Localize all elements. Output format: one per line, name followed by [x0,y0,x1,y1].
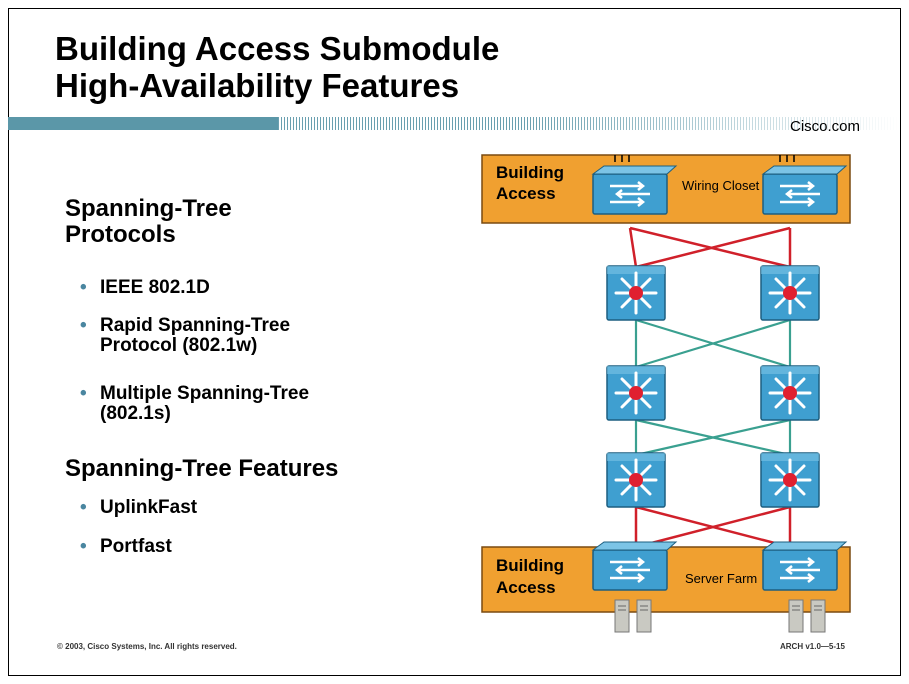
bullet-item: • Rapid Spanning-Tree Protocol (802.1w) [80,316,290,356]
bullet-text: Rapid Spanning-Tree [100,315,291,336]
access-switch-icon [761,540,848,592]
bullet-item: • UplinkFast [80,498,197,518]
bullet-dot-icon: • [80,497,87,518]
bottom-block-caption: Server Farm [685,571,757,586]
bullet-item: • Multiple Spanning-Tree (802.1s) [80,384,309,424]
bullet-dot-icon: • [80,277,87,298]
bullet-text: Multiple Spanning-Tree [100,383,310,404]
slide-title: Building Access Submodule High-Availabil… [55,30,499,104]
multilayer-switch-icon [605,364,667,422]
bullet-text: Portfast [100,536,172,557]
top-block-label: Access [496,184,556,203]
server-icon [810,599,826,633]
section-heading-line: Protocols [65,221,176,248]
bottom-block-label: Building [496,556,564,575]
teal-links [634,318,792,457]
multilayer-switch-icon [605,451,667,509]
bullet-text: (802.1s) [100,403,171,424]
bullet-text: UplinkFast [100,497,198,518]
bottom-block-label: Access [496,578,556,597]
bullet-text: IEEE 802.1D [100,277,210,298]
brand-text: Cisco.com [790,118,861,135]
multilayer-switch-icon [759,264,821,322]
slide-frame [8,8,901,676]
server-icon [636,599,652,633]
multilayer-switch-icon [759,451,821,509]
footer-copyright: © 2003, Cisco Systems, Inc. All rights r… [57,642,237,651]
section-heading-line: Spanning-Tree [65,195,232,222]
network-diagram: Building Access Wiring Closet Building A… [481,154,851,633]
bullet-dot-icon: • [80,383,87,404]
multilayer-switch-icon [759,364,821,422]
bullet-dot-icon: • [80,315,87,336]
access-switch-icon [591,540,678,592]
server-icon [614,599,630,633]
bullet-item: • Portfast [80,537,172,557]
multilayer-switch-icon [605,264,667,322]
footer-course-code: ARCH v1.0—5-15 [780,642,845,651]
section-heading-protocols: Spanning-Tree Protocols [65,196,232,248]
bullet-text: Protocol (802.1w) [100,335,258,356]
server-icon [788,599,804,633]
bullet-dot-icon: • [80,536,87,557]
access-switch-icon [761,164,848,216]
top-block-label: Building [496,163,564,182]
red-links-bottom [634,505,792,549]
header-band [8,117,278,130]
header-band-fade [278,117,900,130]
uplink-stubs [614,155,795,162]
top-block-caption: Wiring Closet [682,178,760,193]
bullet-item: • IEEE 802.1D [80,278,210,298]
access-switch-icon [591,164,678,216]
title-line-1: Building Access Submodule [55,30,500,67]
title-line-2: High-Availability Features [55,67,460,104]
section-heading-features: Spanning-Tree Features [65,455,339,482]
red-links-top [628,226,792,269]
top-building-access-block: Building Access Wiring Closet [481,154,851,224]
